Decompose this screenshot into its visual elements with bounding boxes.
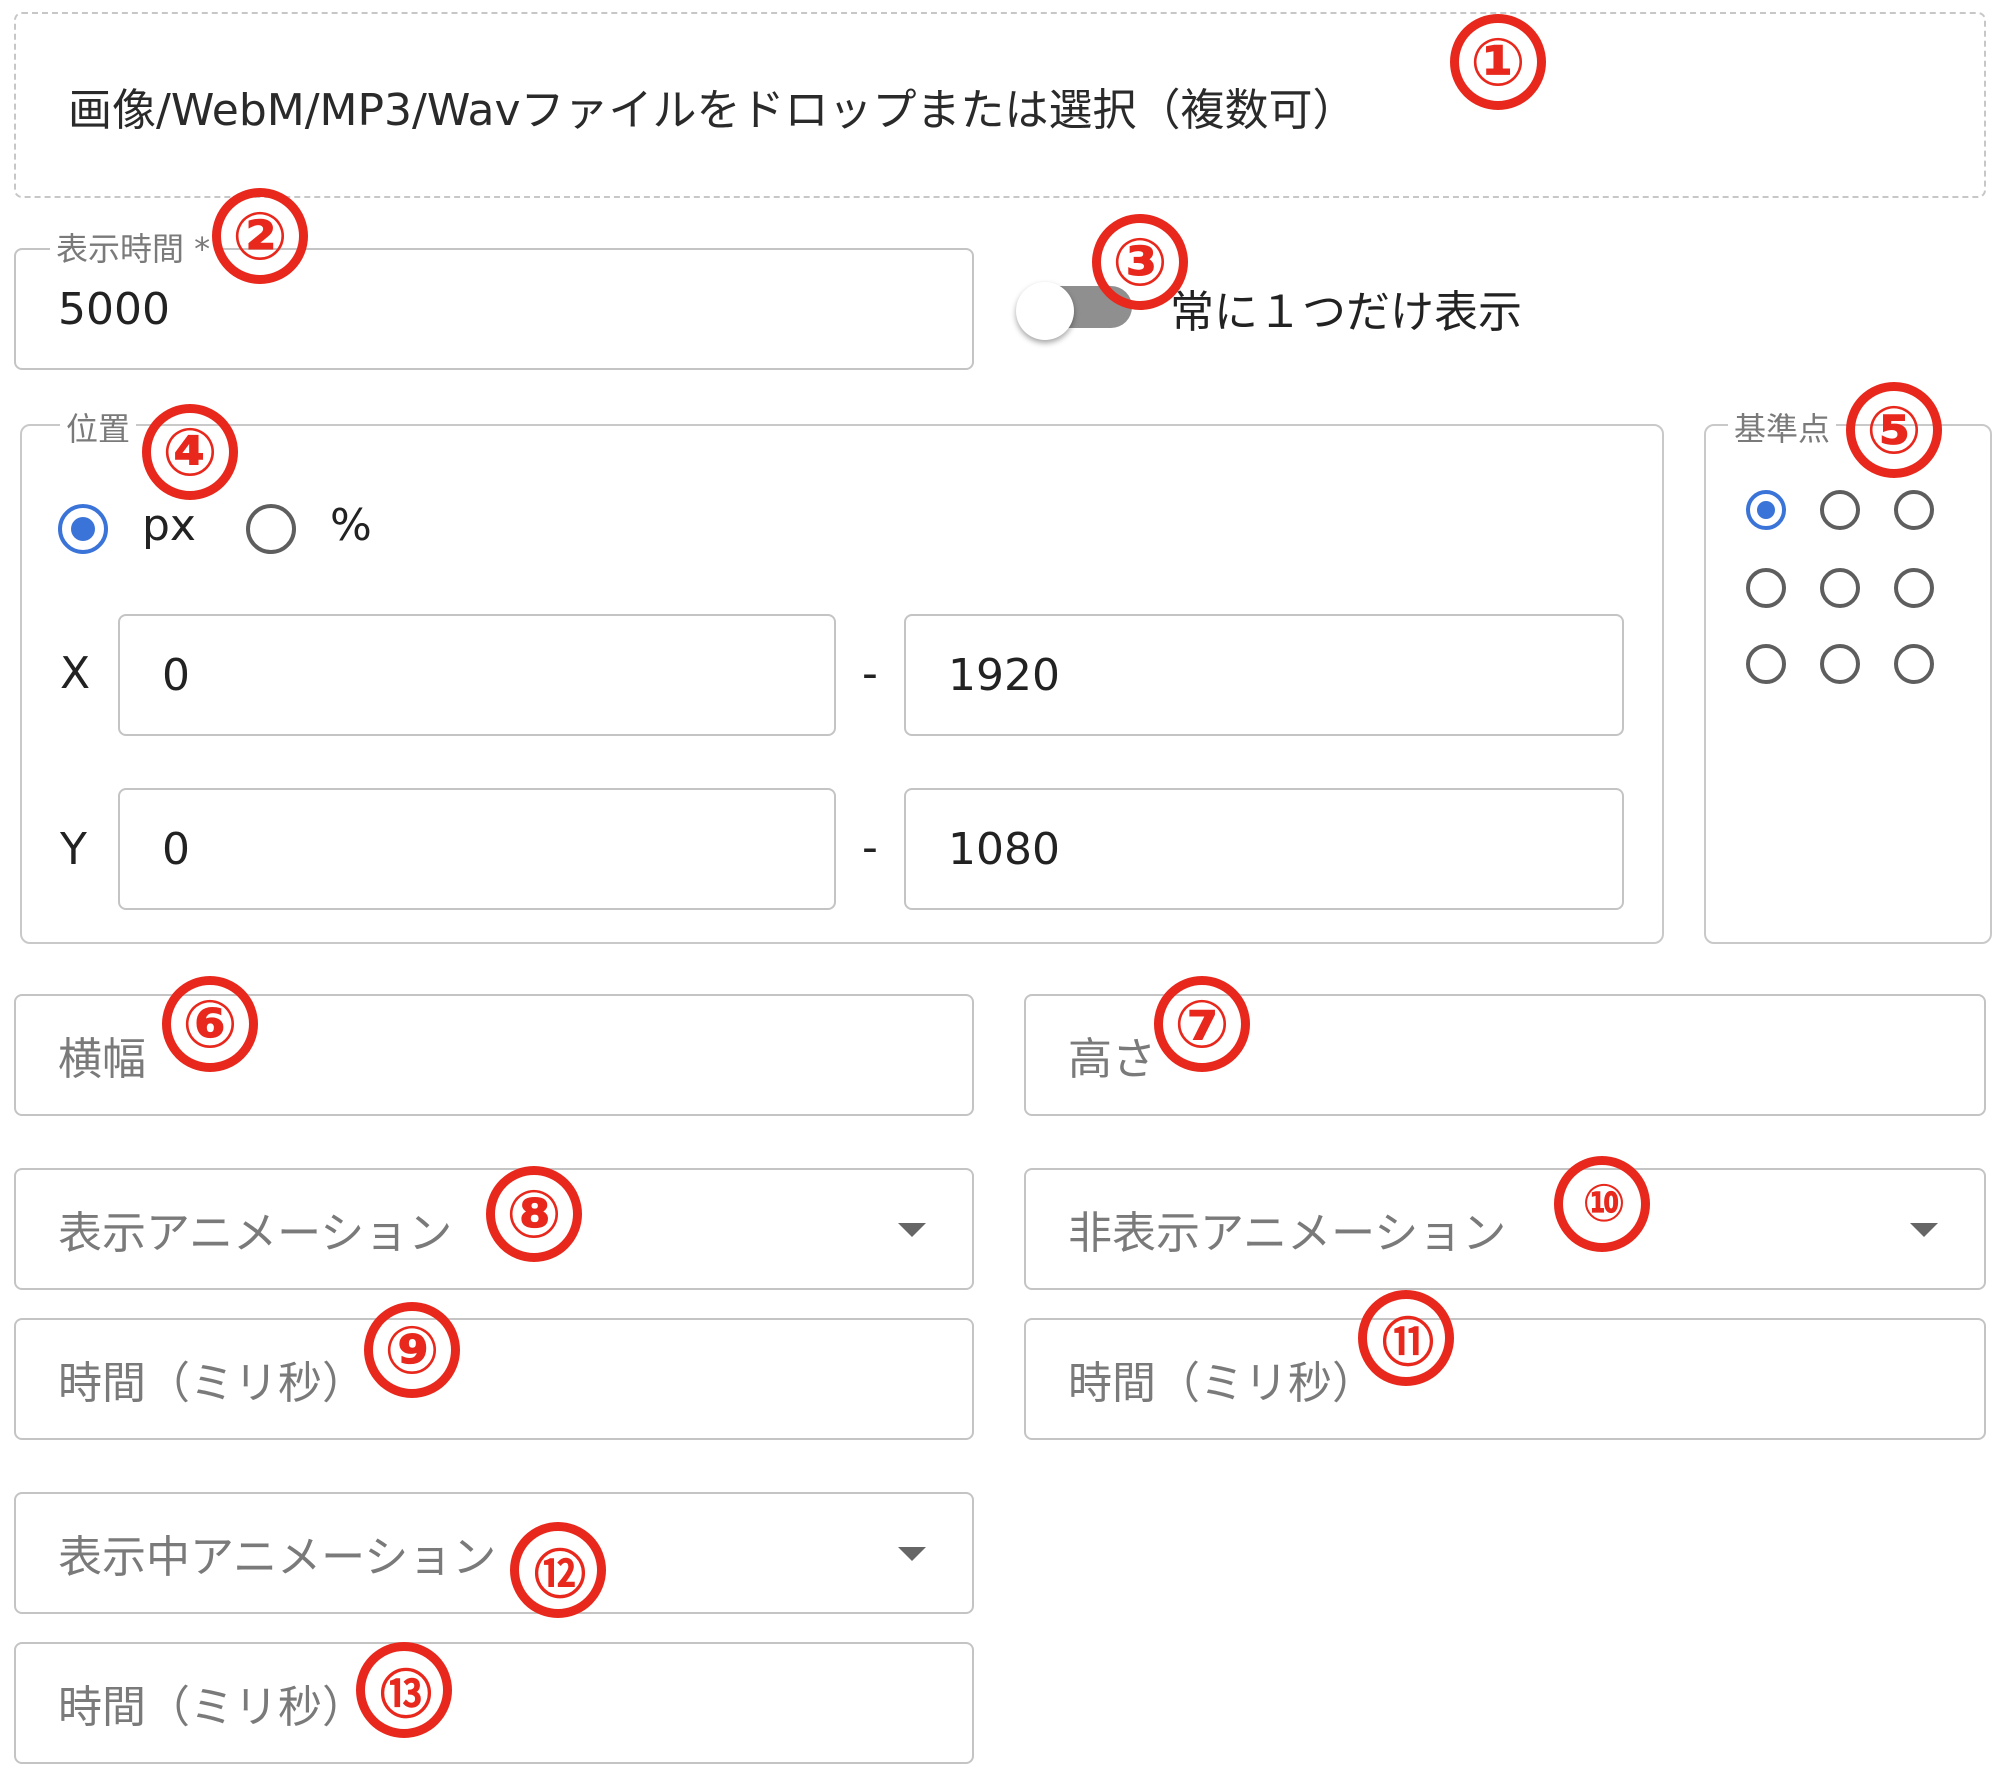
anchor-middle-right-radio[interactable] [1894, 568, 1934, 608]
annotation-badge-8: ⑧ [486, 1166, 582, 1262]
single-display-switch-thumb[interactable] [1016, 282, 1074, 340]
anchor-bottom-right-radio[interactable] [1894, 644, 1934, 684]
annotation-badge-2: ② [212, 188, 308, 284]
x-range-separator: - [862, 648, 878, 699]
dropzone-label: 画像/WebM/MP3/Wavファイルをドロップまたは選択（複数可） [68, 85, 1357, 136]
during-animation-placeholder: 表示中アニメーション [58, 1532, 497, 1583]
unit-percent-radio[interactable] [246, 504, 296, 554]
x-max-value: 1920 [948, 649, 1060, 701]
y-max-value: 1080 [948, 823, 1060, 875]
display-time-label: 表示時間 * [50, 224, 217, 270]
annotation-badge-10: ⑩ [1554, 1156, 1650, 1252]
during-duration-placeholder: 時間（ミリ秒） [58, 1682, 366, 1733]
x-label: X [60, 648, 91, 699]
x-min-value: 0 [162, 649, 190, 701]
anchor-top-center-radio[interactable] [1820, 490, 1860, 530]
hide-duration-placeholder: 時間（ミリ秒） [1068, 1358, 1376, 1409]
y-min-value: 0 [162, 823, 190, 875]
file-dropzone[interactable]: 画像/WebM/MP3/Wavファイルをドロップまたは選択（複数可） [14, 12, 1986, 198]
chevron-down-icon [1910, 1223, 1938, 1237]
position-group [20, 424, 1664, 944]
annotation-badge-13: ⑬ [356, 1642, 452, 1738]
y-range-separator: - [862, 822, 878, 873]
annotation-badge-7: ⑦ [1154, 976, 1250, 1072]
anchor-bottom-center-radio[interactable] [1820, 644, 1860, 684]
anchor-top-right-radio[interactable] [1894, 490, 1934, 530]
single-display-label: 常に１つだけ表示 [1170, 287, 1522, 338]
annotation-badge-6: ⑥ [162, 976, 258, 1072]
annotation-badge-1: ① [1450, 14, 1546, 110]
position-legend: 位置 [60, 404, 137, 450]
annotation-badge-12: ⑫ [510, 1522, 606, 1618]
y-max-input[interactable]: 1080 [904, 788, 1624, 910]
hide-duration-input[interactable]: 時間（ミリ秒） [1024, 1318, 1986, 1440]
anchor-center-radio[interactable] [1820, 568, 1860, 608]
during-duration-input[interactable]: 時間（ミリ秒） [14, 1642, 974, 1764]
chevron-down-icon [898, 1547, 926, 1561]
show-animation-placeholder: 表示アニメーション [58, 1208, 453, 1259]
y-label: Y [60, 824, 87, 875]
anchor-top-left-radio[interactable] [1746, 490, 1786, 530]
chevron-down-icon [898, 1223, 926, 1237]
show-duration-input[interactable]: 時間（ミリ秒） [14, 1318, 974, 1440]
annotation-badge-4: ④ [142, 404, 238, 500]
hide-animation-select[interactable]: 非表示アニメーション [1024, 1168, 1986, 1290]
annotation-badge-11: ⑪ [1358, 1290, 1454, 1386]
anchor-middle-left-radio[interactable] [1746, 568, 1786, 608]
y-min-input[interactable]: 0 [118, 788, 836, 910]
annotation-badge-3: ③ [1092, 214, 1188, 310]
annotation-badge-5: ⑤ [1846, 382, 1942, 478]
unit-percent-label: % [330, 500, 372, 551]
unit-px-label: px [142, 500, 196, 551]
display-time-value: 5000 [58, 283, 170, 335]
x-max-input[interactable]: 1920 [904, 614, 1624, 736]
width-input[interactable]: 横幅 [14, 994, 974, 1116]
during-animation-select[interactable]: 表示中アニメーション [14, 1492, 974, 1614]
hide-animation-placeholder: 非表示アニメーション [1068, 1208, 1507, 1259]
width-placeholder: 横幅 [58, 1034, 146, 1085]
anchor-bottom-left-radio[interactable] [1746, 644, 1786, 684]
height-placeholder: 高さ [1068, 1034, 1156, 1085]
show-duration-placeholder: 時間（ミリ秒） [58, 1358, 366, 1409]
anchor-legend: 基準点 [1728, 404, 1837, 450]
unit-px-radio[interactable] [58, 504, 108, 554]
x-min-input[interactable]: 0 [118, 614, 836, 736]
annotation-badge-9: ⑨ [364, 1302, 460, 1398]
